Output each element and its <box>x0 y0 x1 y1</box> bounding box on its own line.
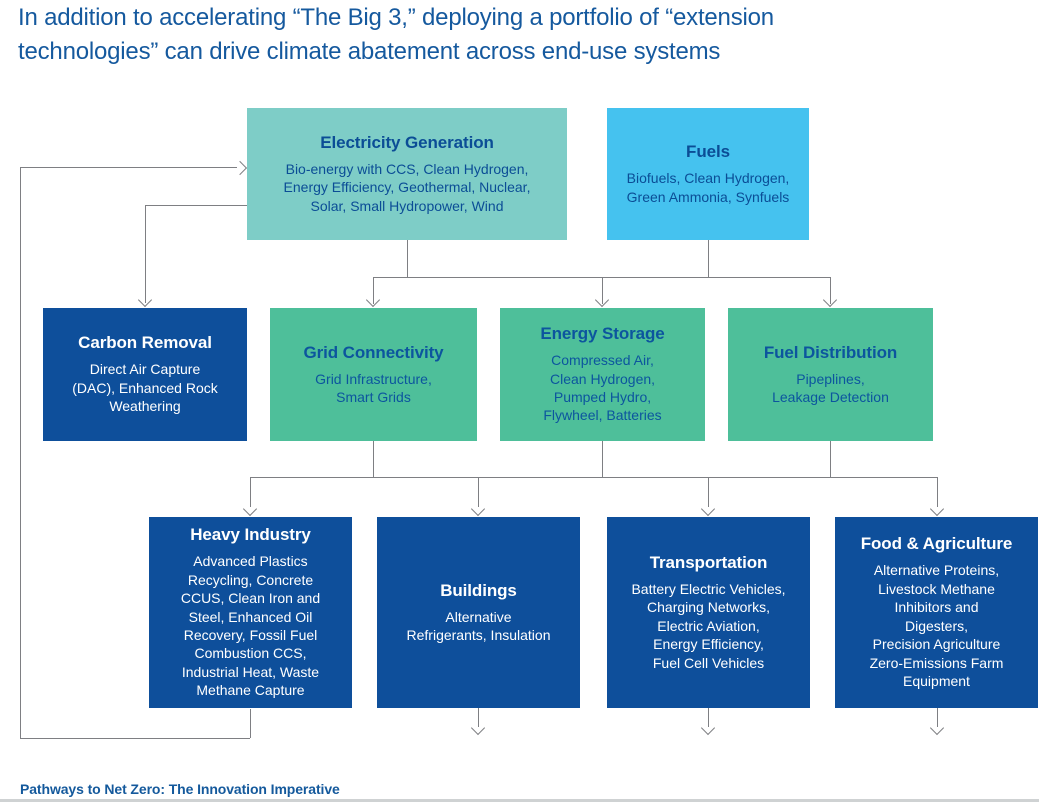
connector-line <box>145 205 146 303</box>
connector-line <box>708 707 709 727</box>
connector-line <box>20 167 21 738</box>
node-electricity-generation: Electricity Generation Bio-energy with C… <box>247 108 567 240</box>
node-body: Pipeplines, Leakage Detection <box>772 370 889 405</box>
arrowhead-down-icon <box>700 501 716 517</box>
page-title: In addition to accelerating “The Big 3,”… <box>18 4 774 65</box>
connector-line <box>250 709 251 738</box>
source-caption: Pathways to Net Zero: The Innovation Imp… <box>20 781 340 797</box>
node-fuels: Fuels Biofuels, Clean Hydrogen, Green Am… <box>607 108 809 240</box>
node-title: Fuel Distribution <box>763 342 898 362</box>
connector-line <box>145 205 247 206</box>
connector-line <box>20 167 237 168</box>
arrowhead-down-icon <box>594 292 610 308</box>
bottom-divider <box>0 799 1039 802</box>
node-carbon-removal: Carbon Removal Direct Air Capture (DAC),… <box>43 308 247 441</box>
node-body: Battery Electric Vehicles, Charging Netw… <box>631 580 786 671</box>
node-title: Food & Agriculture <box>860 534 1013 554</box>
connector-line <box>830 441 831 477</box>
connector-line <box>478 707 479 727</box>
connector-line <box>250 477 251 507</box>
connector-line <box>937 707 938 727</box>
connector-line <box>937 477 938 507</box>
node-fuel-distribution: Fuel Distribution Pipeplines, Leakage De… <box>728 308 933 441</box>
node-body: Alternative Refrigerants, Insulation <box>406 608 551 643</box>
arrowhead-down-icon <box>470 720 486 736</box>
arrowhead-right-icon <box>232 160 248 176</box>
connector-line <box>407 240 408 277</box>
node-buildings: Buildings Alternative Refrigerants, Insu… <box>377 517 580 708</box>
arrowhead-down-icon <box>822 292 838 308</box>
node-title: Grid Connectivity <box>303 342 444 362</box>
node-body: Direct Air Capture (DAC), Enhanced Rock … <box>72 361 218 415</box>
node-body: Biofuels, Clean Hydrogen, Green Ammonia,… <box>626 170 790 205</box>
node-title: Heavy Industry <box>190 525 311 545</box>
arrowhead-down-icon <box>470 501 486 517</box>
node-energy-storage: Energy Storage Compressed Air, Clean Hyd… <box>500 308 705 441</box>
node-body: Advanced Plastics Recycling, Concrete CC… <box>180 553 321 699</box>
node-heavy-industry: Heavy Industry Advanced Plastics Recycli… <box>149 517 352 708</box>
node-body: Alternative Proteins, Livestock Methane … <box>869 562 1004 690</box>
node-transportation: Transportation Battery Electric Vehicles… <box>607 517 810 708</box>
connector-line <box>20 738 250 739</box>
node-food-agriculture: Food & Agriculture Alternative Proteins,… <box>835 517 1038 708</box>
arrowhead-down-icon <box>137 292 153 308</box>
arrowhead-down-icon <box>242 501 258 517</box>
connector-line <box>250 477 937 478</box>
connector-line <box>708 477 709 507</box>
connector-line <box>373 277 374 304</box>
arrowhead-down-icon <box>929 720 945 736</box>
arrowhead-down-icon <box>365 292 381 308</box>
node-title: Buildings <box>440 580 517 600</box>
arrowhead-down-icon <box>700 720 716 736</box>
node-body: Grid Infrastructure, Smart Grids <box>315 370 432 405</box>
node-title: Electricity Generation <box>320 132 494 152</box>
node-title: Carbon Removal <box>78 333 212 353</box>
node-title: Transportation <box>649 552 768 572</box>
connector-line <box>830 277 831 304</box>
connector-line <box>602 277 603 304</box>
arrowhead-down-icon <box>929 501 945 517</box>
node-title: Energy Storage <box>540 324 665 344</box>
connector-line <box>478 477 479 507</box>
connector-line <box>602 441 603 477</box>
node-title: Fuels <box>686 142 730 162</box>
node-grid-connectivity: Grid Connectivity Grid Infrastructure, S… <box>270 308 477 441</box>
connector-line <box>708 240 709 277</box>
node-body: Bio-energy with CCS, Clean Hydrogen, Ene… <box>283 160 531 214</box>
connector-line <box>373 277 830 278</box>
connector-line <box>373 441 374 477</box>
node-body: Compressed Air, Clean Hydrogen, Pumped H… <box>543 352 662 424</box>
